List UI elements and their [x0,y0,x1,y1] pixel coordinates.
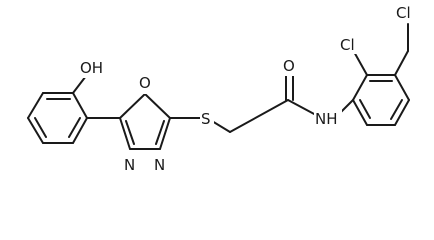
structure-drawing: OH O N N S O NH Cl Cl [27,2,416,176]
atom-label-oxadiazole-n4: N [153,154,167,176]
molecule-svg: OH O N N S O NH Cl Cl [27,2,416,176]
chloro-bond-1 [352,49,368,76]
chloro-bond-2 [394,50,409,76]
svg-text:N: N [124,156,135,174]
dichlorophenyl-ring [352,74,410,126]
svg-text:O: O [283,57,295,75]
svg-text:O: O [139,74,151,92]
phenol-ring [27,92,88,144]
atom-label-carbonyl-oxygen: O [282,56,296,76]
atom-label-oxadiazole-oxygen: O [138,72,152,94]
svg-text:N: N [154,156,165,174]
svg-text:NH: NH [315,110,338,128]
carbonyl-nitrogen-bond [287,99,317,116]
methylene-carbonyl-bond [229,99,289,133]
svg-text:OH: OH [80,59,103,77]
svg-text:Cl: Cl [340,36,355,54]
oxadiazole-ring [119,93,171,150]
atom-label-hydroxyl: OH [79,56,105,78]
svg-text:Cl: Cl [396,4,411,22]
hydroxyl-bond [72,75,87,94]
svg-text:S: S [201,110,211,128]
atom-label-amide-nh: NH [314,108,342,130]
atom-label-chloro-1: Cl [340,34,360,54]
atom-label-oxadiazole-n3: N [123,154,137,176]
atom-label-chloro-2: Cl [396,2,416,22]
atom-label-thioether-sulfur: S [200,108,214,130]
